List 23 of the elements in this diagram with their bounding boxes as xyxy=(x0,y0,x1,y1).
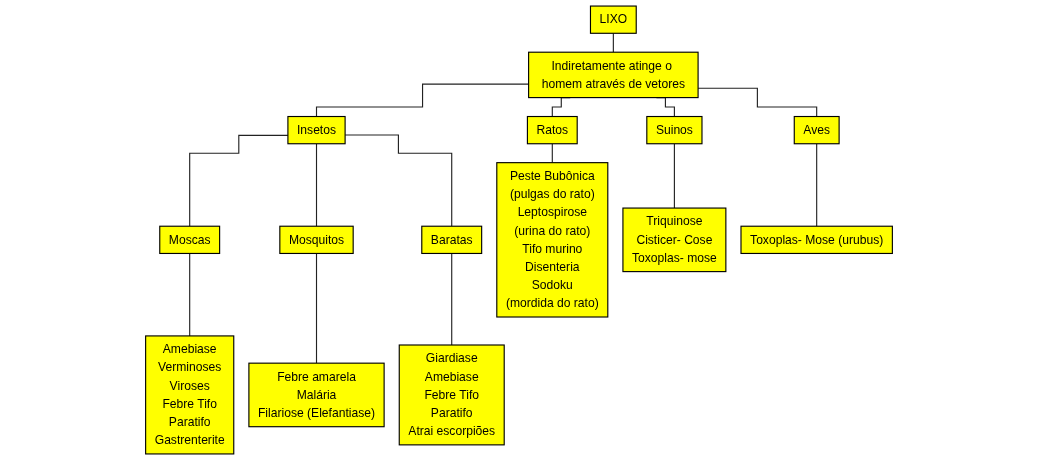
node-box: Febre amarela Malária Filariose (Elefantiase) xyxy=(248,362,385,428)
connector xyxy=(189,252,191,337)
connector xyxy=(315,143,318,227)
node-box: Aves xyxy=(793,115,840,145)
connector xyxy=(551,143,553,164)
node-box: Peste Bubônica (pulgas do rato) Leptospirose (urina do rato) Tifo murino Disenteria Sodoku (mordida do rato) xyxy=(496,162,609,318)
node-box: Triquinose Cisticer- Cose Toxoplas- mose xyxy=(622,207,727,273)
connector xyxy=(816,143,818,227)
node-box: Suinos xyxy=(646,115,703,145)
node-box: Ratos xyxy=(526,115,578,145)
node-box: Insetos xyxy=(287,115,346,145)
connector xyxy=(451,252,453,346)
connector xyxy=(673,143,675,209)
node-box: LIXO xyxy=(589,5,637,34)
node-box: Mosquitos xyxy=(279,225,354,254)
node-box: Indiretamente atinge o homem através de vetores xyxy=(528,51,699,99)
connector xyxy=(612,32,614,53)
node-box: Moscas xyxy=(159,225,221,254)
node-box: Baratas xyxy=(421,225,483,254)
node-box: Giardiase Amebiase Febre Tifo Paratifo Atrai escorpiões xyxy=(398,344,505,446)
node-box: Amebiase Verminoses Viroses Febre Tifo Paratifo Gastrenterite xyxy=(145,335,235,455)
connector xyxy=(315,252,318,364)
node-box: Toxoplas- Mose (urubus) xyxy=(740,225,893,254)
